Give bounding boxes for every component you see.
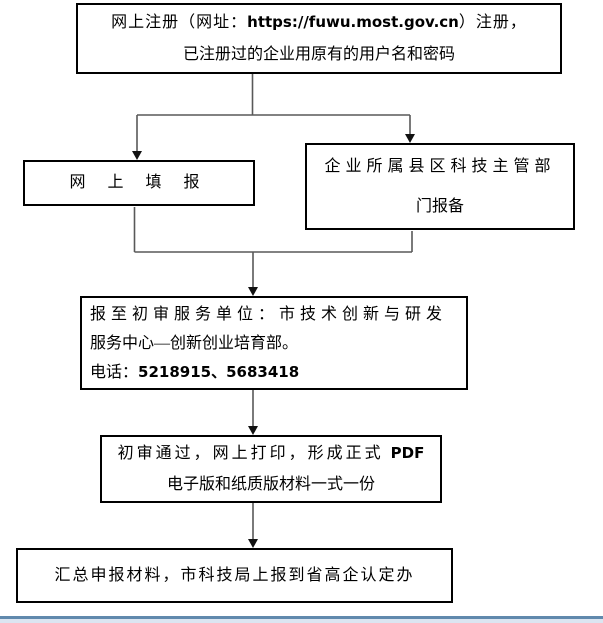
- node-initial-review: 报至初审服务单位：市技术创新与研发 服务中心—创新创业培育部。 电话：52189…: [80, 296, 468, 390]
- initial-review-line2: 服务中心—创新创业培育部。: [90, 334, 299, 352]
- arrowhead-print: [248, 426, 258, 435]
- arrowhead-submit: [248, 539, 258, 548]
- county-report-line1: 企业所属县区科技主管部: [324, 157, 556, 175]
- node-final-submission: 汇总申报材料，市科技局上报到省高企认定办: [16, 548, 453, 603]
- online-filing-label: 网 上 填 报: [69, 174, 209, 191]
- initial-review-phone: 电话：5218915、5683418: [90, 362, 300, 381]
- print-line2: 电子版和纸质版材料一式一份: [166, 476, 375, 493]
- arrowhead-county-report: [405, 134, 415, 143]
- node-online-register: 网上注册（网址：https://fuwu.most.gov.cn）注册， 已注册…: [76, 3, 562, 74]
- node-county-reporting: 企业所属县区科技主管部 门报备: [305, 143, 575, 230]
- print-line1: 初审通过，网上打印，形成正式 PDF: [117, 444, 425, 462]
- arrowhead-initial-review: [248, 287, 258, 296]
- final-submission-label: 汇总申报材料，市科技局上报到省高企认定办: [54, 566, 415, 584]
- county-report-line2: 门报备: [415, 197, 464, 215]
- bottom-divider-fill: [0, 619, 603, 623]
- arrowhead-online-filing: [132, 151, 142, 160]
- register-line1: 网上注册（网址：https://fuwu.most.gov.cn）注册，: [111, 13, 527, 31]
- initial-review-line1: 报至初审服务单位：市技术创新与研发: [90, 305, 448, 323]
- phone-numbers: 5218915、5683418: [138, 362, 300, 381]
- node-print-materials: 初审通过，网上打印，形成正式 PDF 电子版和纸质版材料一式一份: [100, 435, 442, 503]
- register-line2: 已注册过的企业用原有的用户名和密码: [182, 46, 455, 63]
- bottom-divider-line: [0, 616, 603, 619]
- pdf-label: PDF: [390, 444, 425, 462]
- node-online-filing: 网 上 填 报: [23, 160, 255, 206]
- registration-url: https://fuwu.most.gov.cn: [247, 13, 459, 31]
